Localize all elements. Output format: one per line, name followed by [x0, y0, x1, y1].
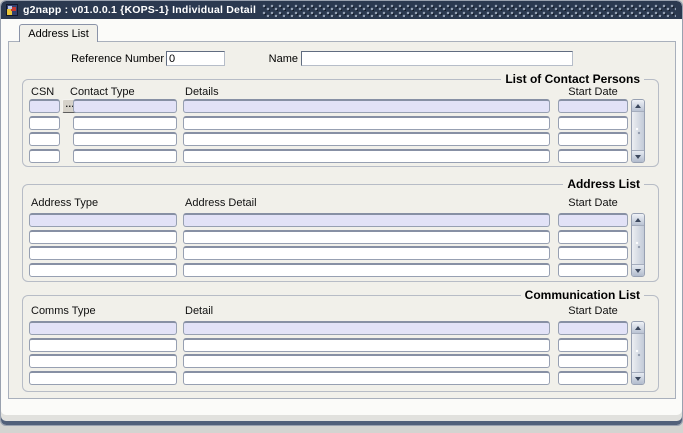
scrollbar-up-button[interactable] [632, 214, 644, 226]
comms-type-column-header: Comms Type [31, 305, 96, 317]
scrollbar-thumb[interactable] [632, 112, 644, 150]
up-arrow-icon [635, 103, 641, 108]
details-column-header: Details [185, 86, 219, 98]
name-field[interactable] [301, 51, 573, 66]
details-field[interactable] [183, 148, 550, 163]
window-title: g2napp : v01.0.0.1 {KOPS-1} Individual D… [23, 4, 257, 16]
start-date-field[interactable] [558, 229, 628, 244]
address-type-field[interactable] [29, 213, 177, 227]
titlebar-pattern [262, 3, 676, 17]
start-date-field[interactable] [558, 337, 628, 352]
start-date-field[interactable] [558, 148, 628, 163]
csn-field[interactable] [29, 148, 60, 163]
details-field[interactable] [183, 132, 550, 146]
scrollbar-up-button[interactable] [632, 322, 644, 334]
start-date-field[interactable] [558, 246, 628, 260]
tab-label: Address List [28, 27, 89, 40]
reference-number-label: Reference Number [71, 53, 164, 65]
contact-persons-section-title: List of Contact Persons [501, 72, 644, 86]
details-field[interactable] [183, 99, 550, 113]
address-type-column-header: Address Type [31, 197, 99, 209]
address-list-scrollbar[interactable] [631, 213, 645, 277]
address-list-section-title: Address List [563, 177, 644, 191]
address-detail-column-header: Address Detail [185, 197, 257, 209]
start-date-field[interactable] [558, 213, 628, 227]
form-canvas: Reference Number Name List of Contact Pe… [8, 41, 676, 399]
contact-type-field[interactable] [73, 99, 177, 113]
csn-field[interactable] [29, 99, 60, 113]
detail-field[interactable] [183, 321, 550, 335]
start-date-field[interactable] [558, 354, 628, 368]
address-list-section: Address List Address Type Address Detail… [22, 177, 659, 282]
start-date-column-header: Start Date [568, 86, 618, 98]
contact-persons-scrollbar[interactable] [631, 99, 645, 163]
start-date-column-header: Start Date [568, 305, 618, 317]
contact-type-column-header: Contact Type [70, 86, 135, 98]
details-field[interactable] [183, 115, 550, 130]
contact-persons-section: List of Contact Persons CSN Contact Type… [22, 72, 659, 167]
up-arrow-icon [635, 325, 641, 330]
address-detail-field[interactable] [183, 229, 550, 244]
start-date-field[interactable] [558, 262, 628, 277]
address-detail-field[interactable] [183, 262, 550, 277]
thumb-grip-icon [635, 348, 641, 358]
app-icon[interactable] [6, 4, 18, 16]
thumb-grip-icon [635, 240, 641, 250]
window-titlebar[interactable]: g2napp : v01.0.0.1 {KOPS-1} Individual D… [1, 1, 682, 19]
up-arrow-icon [635, 217, 641, 222]
start-date-field[interactable] [558, 99, 628, 113]
comms-type-field[interactable] [29, 337, 177, 352]
down-arrow-icon [635, 376, 641, 381]
scrollbar-down-button[interactable] [632, 150, 644, 162]
detail-field[interactable] [183, 370, 550, 385]
tab-address-list[interactable]: Address List [19, 24, 98, 42]
contact-type-field[interactable] [73, 132, 177, 146]
scrollbar-thumb[interactable] [632, 334, 644, 372]
comms-type-field[interactable] [29, 354, 177, 368]
csn-field[interactable] [29, 132, 60, 146]
communication-list-section-title: Communication List [520, 288, 644, 302]
start-date-field[interactable] [558, 115, 628, 130]
thumb-grip-icon [635, 126, 641, 136]
address-detail-field[interactable] [183, 246, 550, 260]
scrollbar-down-button[interactable] [632, 372, 644, 384]
address-type-field[interactable] [29, 262, 177, 277]
address-type-field[interactable] [29, 246, 177, 260]
start-date-field[interactable] [558, 321, 628, 335]
detail-field[interactable] [183, 354, 550, 368]
csn-column-header: CSN [31, 86, 55, 98]
start-date-column-header: Start Date [568, 197, 618, 209]
reference-number-field[interactable] [166, 51, 225, 66]
scrollbar-up-button[interactable] [632, 100, 644, 112]
address-detail-field[interactable] [183, 213, 550, 227]
detail-field[interactable] [183, 337, 550, 352]
communication-list-scrollbar[interactable] [631, 321, 645, 385]
comms-type-field[interactable] [29, 321, 177, 335]
contact-type-field[interactable] [73, 148, 177, 163]
down-arrow-icon [635, 268, 641, 273]
detail-column-header: Detail [185, 305, 214, 317]
start-date-field[interactable] [558, 132, 628, 146]
scrollbar-thumb[interactable] [632, 226, 644, 264]
contact-type-field[interactable] [73, 115, 177, 130]
communication-list-section: Communication List Comms Type Detail Sta… [22, 288, 659, 392]
down-arrow-icon [635, 154, 641, 159]
start-date-field[interactable] [558, 370, 628, 385]
scrollbar-down-button[interactable] [632, 264, 644, 276]
address-type-field[interactable] [29, 229, 177, 244]
csn-field[interactable] [29, 115, 60, 130]
comms-type-field[interactable] [29, 370, 177, 385]
name-label: Name [268, 53, 298, 65]
